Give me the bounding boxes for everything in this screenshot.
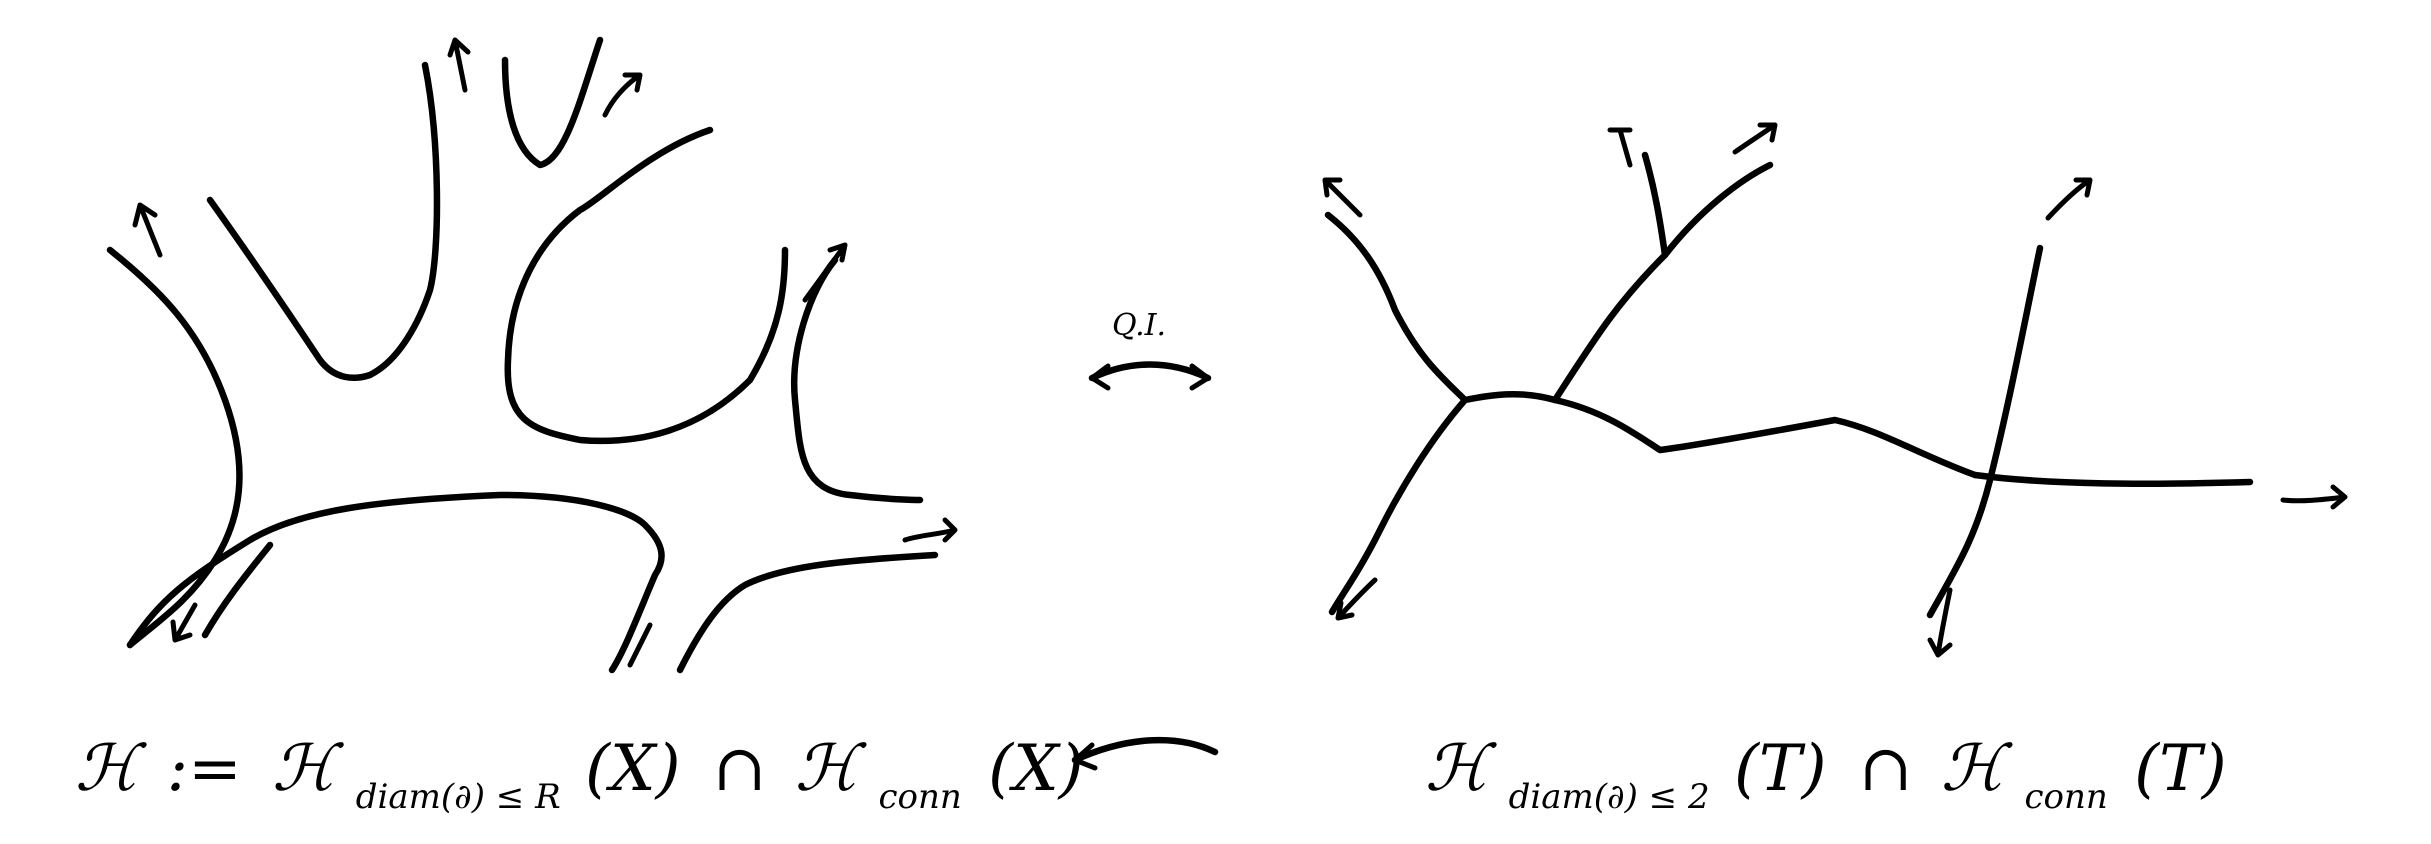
left-H2: ℋ bbox=[272, 732, 344, 806]
right-sub1: diam(∂) ≤ 2 bbox=[1509, 777, 1710, 817]
left-formula: ℋ := ℋ diam(∂) ≤ R (X) ∩ ℋ conn (X) bbox=[75, 732, 1084, 824]
qi-label: Q.I. bbox=[1112, 308, 1166, 343]
implication-arrow bbox=[1071, 736, 1219, 764]
left-space-drawing bbox=[106, 36, 958, 674]
left-assign: := bbox=[167, 732, 242, 806]
tree-arrow-3 bbox=[1732, 122, 1778, 155]
tree-arrow-4 bbox=[2045, 177, 2093, 221]
qi-arrow-group: Q.I. bbox=[1088, 308, 1212, 391]
right-H2: ℋ bbox=[1941, 732, 2013, 806]
end-arrow-4 bbox=[802, 242, 848, 303]
end-arrow-5 bbox=[902, 517, 958, 543]
left-H: ℋ bbox=[75, 732, 147, 806]
tree-arrow-7 bbox=[2280, 484, 2348, 510]
left-arg1: (X) bbox=[585, 732, 681, 806]
right-cap: ∩ bbox=[1859, 732, 1913, 806]
implication-arrow-group bbox=[1071, 736, 1219, 771]
right-arg2: (T) bbox=[2134, 732, 2227, 806]
qi-double-arrow bbox=[1088, 361, 1212, 382]
end-arrow-6 bbox=[170, 602, 198, 643]
left-sub1: diam(∂) ≤ R bbox=[356, 777, 561, 817]
left-arg2: (X) bbox=[988, 732, 1084, 806]
right-sub2: conn bbox=[2024, 777, 2107, 817]
svg-text:ℋ diam(∂) ≤ 2 (T): ℋ diam(∂) ≤ 2 (T) ∩ ℋ conn (T) bbox=[1425, 732, 2227, 824]
tree-arrow-2 bbox=[1607, 127, 1633, 168]
tree-arrow-1 bbox=[1322, 177, 1363, 218]
end-arrow-2 bbox=[447, 37, 471, 93]
tree-arrow-5 bbox=[1335, 577, 1378, 621]
left-H3: ℋ bbox=[795, 732, 867, 806]
left-sub2: conn bbox=[878, 777, 961, 817]
right-tree-drawing bbox=[1322, 122, 2348, 658]
right-H1: ℋ bbox=[1425, 732, 1497, 806]
right-arg1: (T) bbox=[1734, 732, 1827, 806]
left-cap: ∩ bbox=[713, 732, 767, 806]
end-arrow-7 bbox=[627, 622, 653, 668]
tree-arrow-6 bbox=[1927, 587, 1953, 658]
right-formula: ℋ diam(∂) ≤ 2 (T) ∩ ℋ conn (T) bbox=[1425, 732, 2227, 824]
svg-text:ℋ := ℋ diam(: ℋ := ℋ diam(∂) ≤ R (X) ∩ ℋ conn (X) bbox=[75, 732, 1084, 824]
end-arrow-3 bbox=[602, 72, 643, 118]
end-arrow-1 bbox=[132, 202, 163, 258]
